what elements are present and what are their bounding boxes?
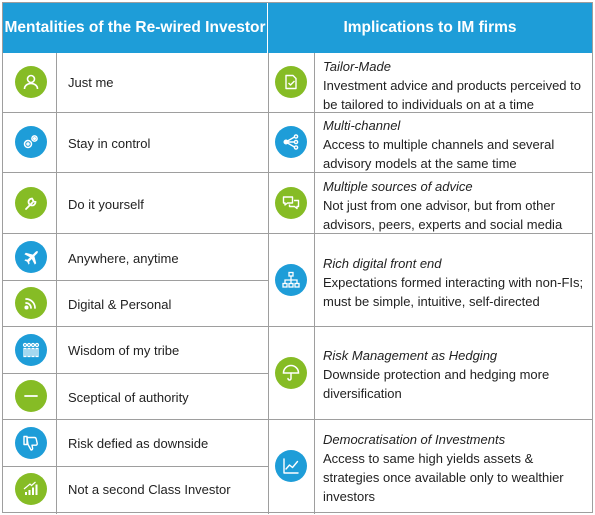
mentality-label: Wisdom of my tribe: [68, 343, 180, 358]
minus-icon: [15, 380, 47, 412]
row-divider: [3, 466, 268, 467]
implication-text: Downside protection and hedging more div…: [323, 367, 550, 401]
mentality-label: Digital & Personal: [68, 297, 172, 312]
implication-item: Multiple sources of advice Not just from…: [323, 177, 585, 234]
column-divider: [268, 53, 269, 514]
implication-title: Tailor-Made: [323, 59, 391, 74]
header-implications: Implications to IM firms: [268, 3, 592, 53]
row-divider: [3, 233, 592, 234]
mentality-label: Just me: [68, 75, 114, 90]
mentality-label: Stay in control: [68, 136, 151, 151]
airplane-icon: [15, 241, 47, 273]
implication-item: Democratisation of Investments Access to…: [323, 430, 585, 506]
implication-text: Not just from one advisor, but from othe…: [323, 198, 563, 232]
rising-bars-icon: [15, 473, 47, 505]
implication-title: Multi-channel: [323, 118, 401, 133]
row-divider: [3, 373, 268, 374]
implication-text: Expectations formed interacting with non…: [323, 275, 584, 309]
mentality-label: Risk defied as downside: [68, 436, 209, 451]
gears-icon: [15, 126, 47, 158]
implication-item: Rich digital front end Expectations form…: [323, 254, 585, 311]
rss-icon: [15, 287, 47, 319]
right-icon-divider: [314, 53, 315, 514]
mentality-label: Anywhere, anytime: [68, 251, 179, 266]
line-chart-icon: [275, 450, 307, 482]
implication-text: Access to multiple channels and several …: [323, 137, 555, 171]
left-icon-divider: [56, 53, 57, 514]
chat-bubbles-icon: [275, 187, 307, 219]
umbrella-icon: [275, 357, 307, 389]
row-divider: [3, 326, 592, 327]
mentality-label: Not a second Class Investor: [68, 482, 231, 497]
mentality-label: Do it yourself: [68, 197, 144, 212]
implication-title: Multiple sources of advice: [323, 179, 473, 194]
header-mentalities: Mentalities of the Re-wired Investor: [3, 3, 268, 53]
thumbs-down-icon: [15, 427, 47, 459]
implication-title: Risk Management as Hedging: [323, 348, 498, 363]
implication-title: Democratisation of Investments: [323, 432, 506, 447]
implication-item: Tailor-Made Investment advice and produc…: [323, 57, 585, 114]
implication-title: Rich digital front end: [323, 256, 442, 271]
person-icon: [15, 66, 47, 98]
people-group-icon: [15, 334, 47, 366]
implication-text: Access to same high yields assets & stra…: [323, 451, 564, 504]
row-divider: [3, 172, 592, 173]
implication-item: Risk Management as Hedging Downside prot…: [323, 346, 585, 403]
implication-text: Investment advice and products perceived…: [323, 78, 581, 112]
row-divider: [3, 280, 268, 281]
tailored-document-icon: [275, 66, 307, 98]
implication-item: Multi-channel Access to multiple channel…: [323, 116, 585, 173]
mentality-label: Sceptical of authority: [68, 390, 189, 405]
wrench-icon: [15, 187, 47, 219]
row-divider: [3, 419, 592, 420]
org-chart-icon: [275, 264, 307, 296]
row-divider: [3, 112, 592, 113]
share-network-icon: [275, 126, 307, 158]
